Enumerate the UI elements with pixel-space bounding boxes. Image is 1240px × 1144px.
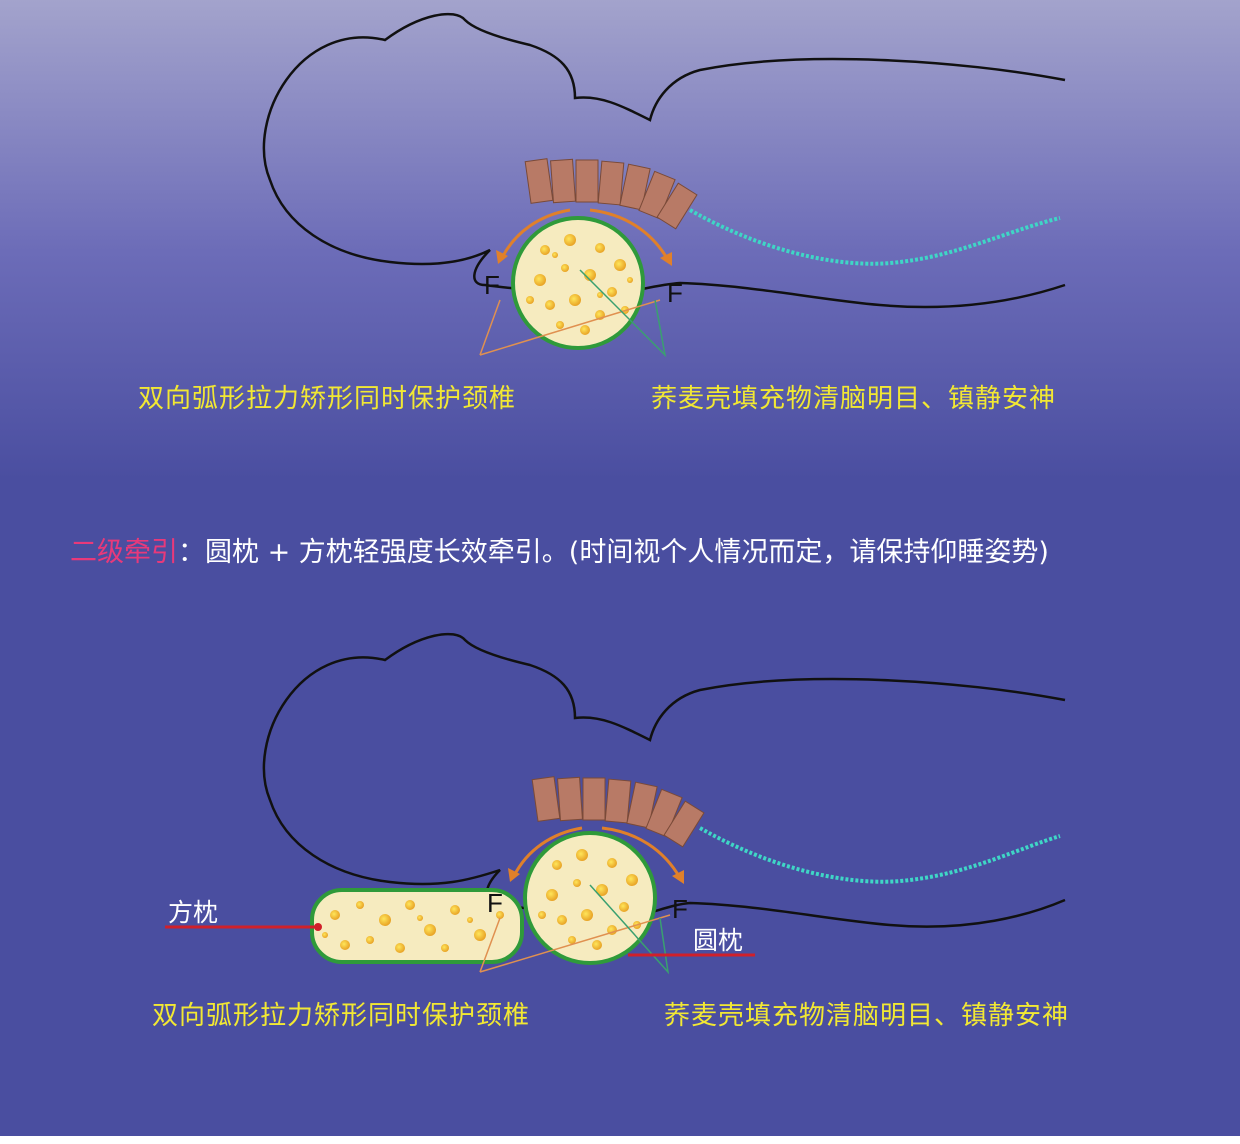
bottom-force-arrow-right — [601, 826, 682, 879]
secondary-traction-title: 二级牵引 — [70, 537, 178, 568]
top-pillow-filling — [526, 234, 633, 335]
top-force-arrow-right — [589, 208, 670, 261]
bottom-force-label-left: F — [487, 888, 503, 918]
bottom-force-arrow-left — [512, 826, 583, 877]
bottom-force-label-right: F — [672, 894, 688, 924]
top-head-outline — [262, 12, 1066, 309]
bottom-pointer-orange — [479, 914, 671, 973]
top-force-arrow-left — [500, 208, 571, 259]
bottom-round-pillow-filling — [538, 849, 641, 950]
top-caption-left: 双向弧形拉力矫形同时保护颈椎 — [138, 384, 517, 414]
top-round-pillow — [511, 216, 645, 350]
bottom-caption-right: 荞麦壳填充物清脑明目、镇静安神 — [664, 1001, 1070, 1031]
bottom-diagram: F F — [165, 632, 1066, 975]
square-pillow-label: 方枕 — [168, 898, 219, 927]
bottom-head-outline — [262, 632, 1066, 928]
top-pointer-orange — [479, 299, 661, 356]
top-diagram: F F — [262, 12, 1066, 358]
bottom-pointer-green — [589, 884, 670, 975]
top-spinal-cord — [689, 208, 1061, 266]
top-pointer-green — [579, 269, 667, 358]
bottom-square-pillow-filling — [322, 900, 504, 953]
top-cervical-vertebrae — [524, 158, 698, 230]
bottom-spinal-cord — [699, 826, 1061, 884]
top-force-label-right: F — [667, 278, 683, 308]
bottom-cervical-vertebrae — [531, 776, 705, 848]
secondary-traction-body: ：圆枕 + 方枕轻强度长效牵引。(时间视个人情况而定，请保持仰睡姿势) — [178, 537, 1049, 568]
bottom-caption-left: 双向弧形拉力矫形同时保护颈椎 — [152, 1001, 531, 1031]
round-pillow-label: 圆枕 — [693, 926, 744, 955]
bottom-round-pillow — [523, 831, 657, 965]
secondary-traction-description: 二级牵引：圆枕 + 方枕轻强度长效牵引。(时间视个人情况而定，请保持仰睡姿势) — [70, 530, 1049, 569]
top-force-label-left: F — [484, 270, 500, 300]
bottom-border — [0, 1136, 1240, 1144]
top-caption-right: 荞麦壳填充物清脑明目、镇静安神 — [651, 384, 1057, 414]
